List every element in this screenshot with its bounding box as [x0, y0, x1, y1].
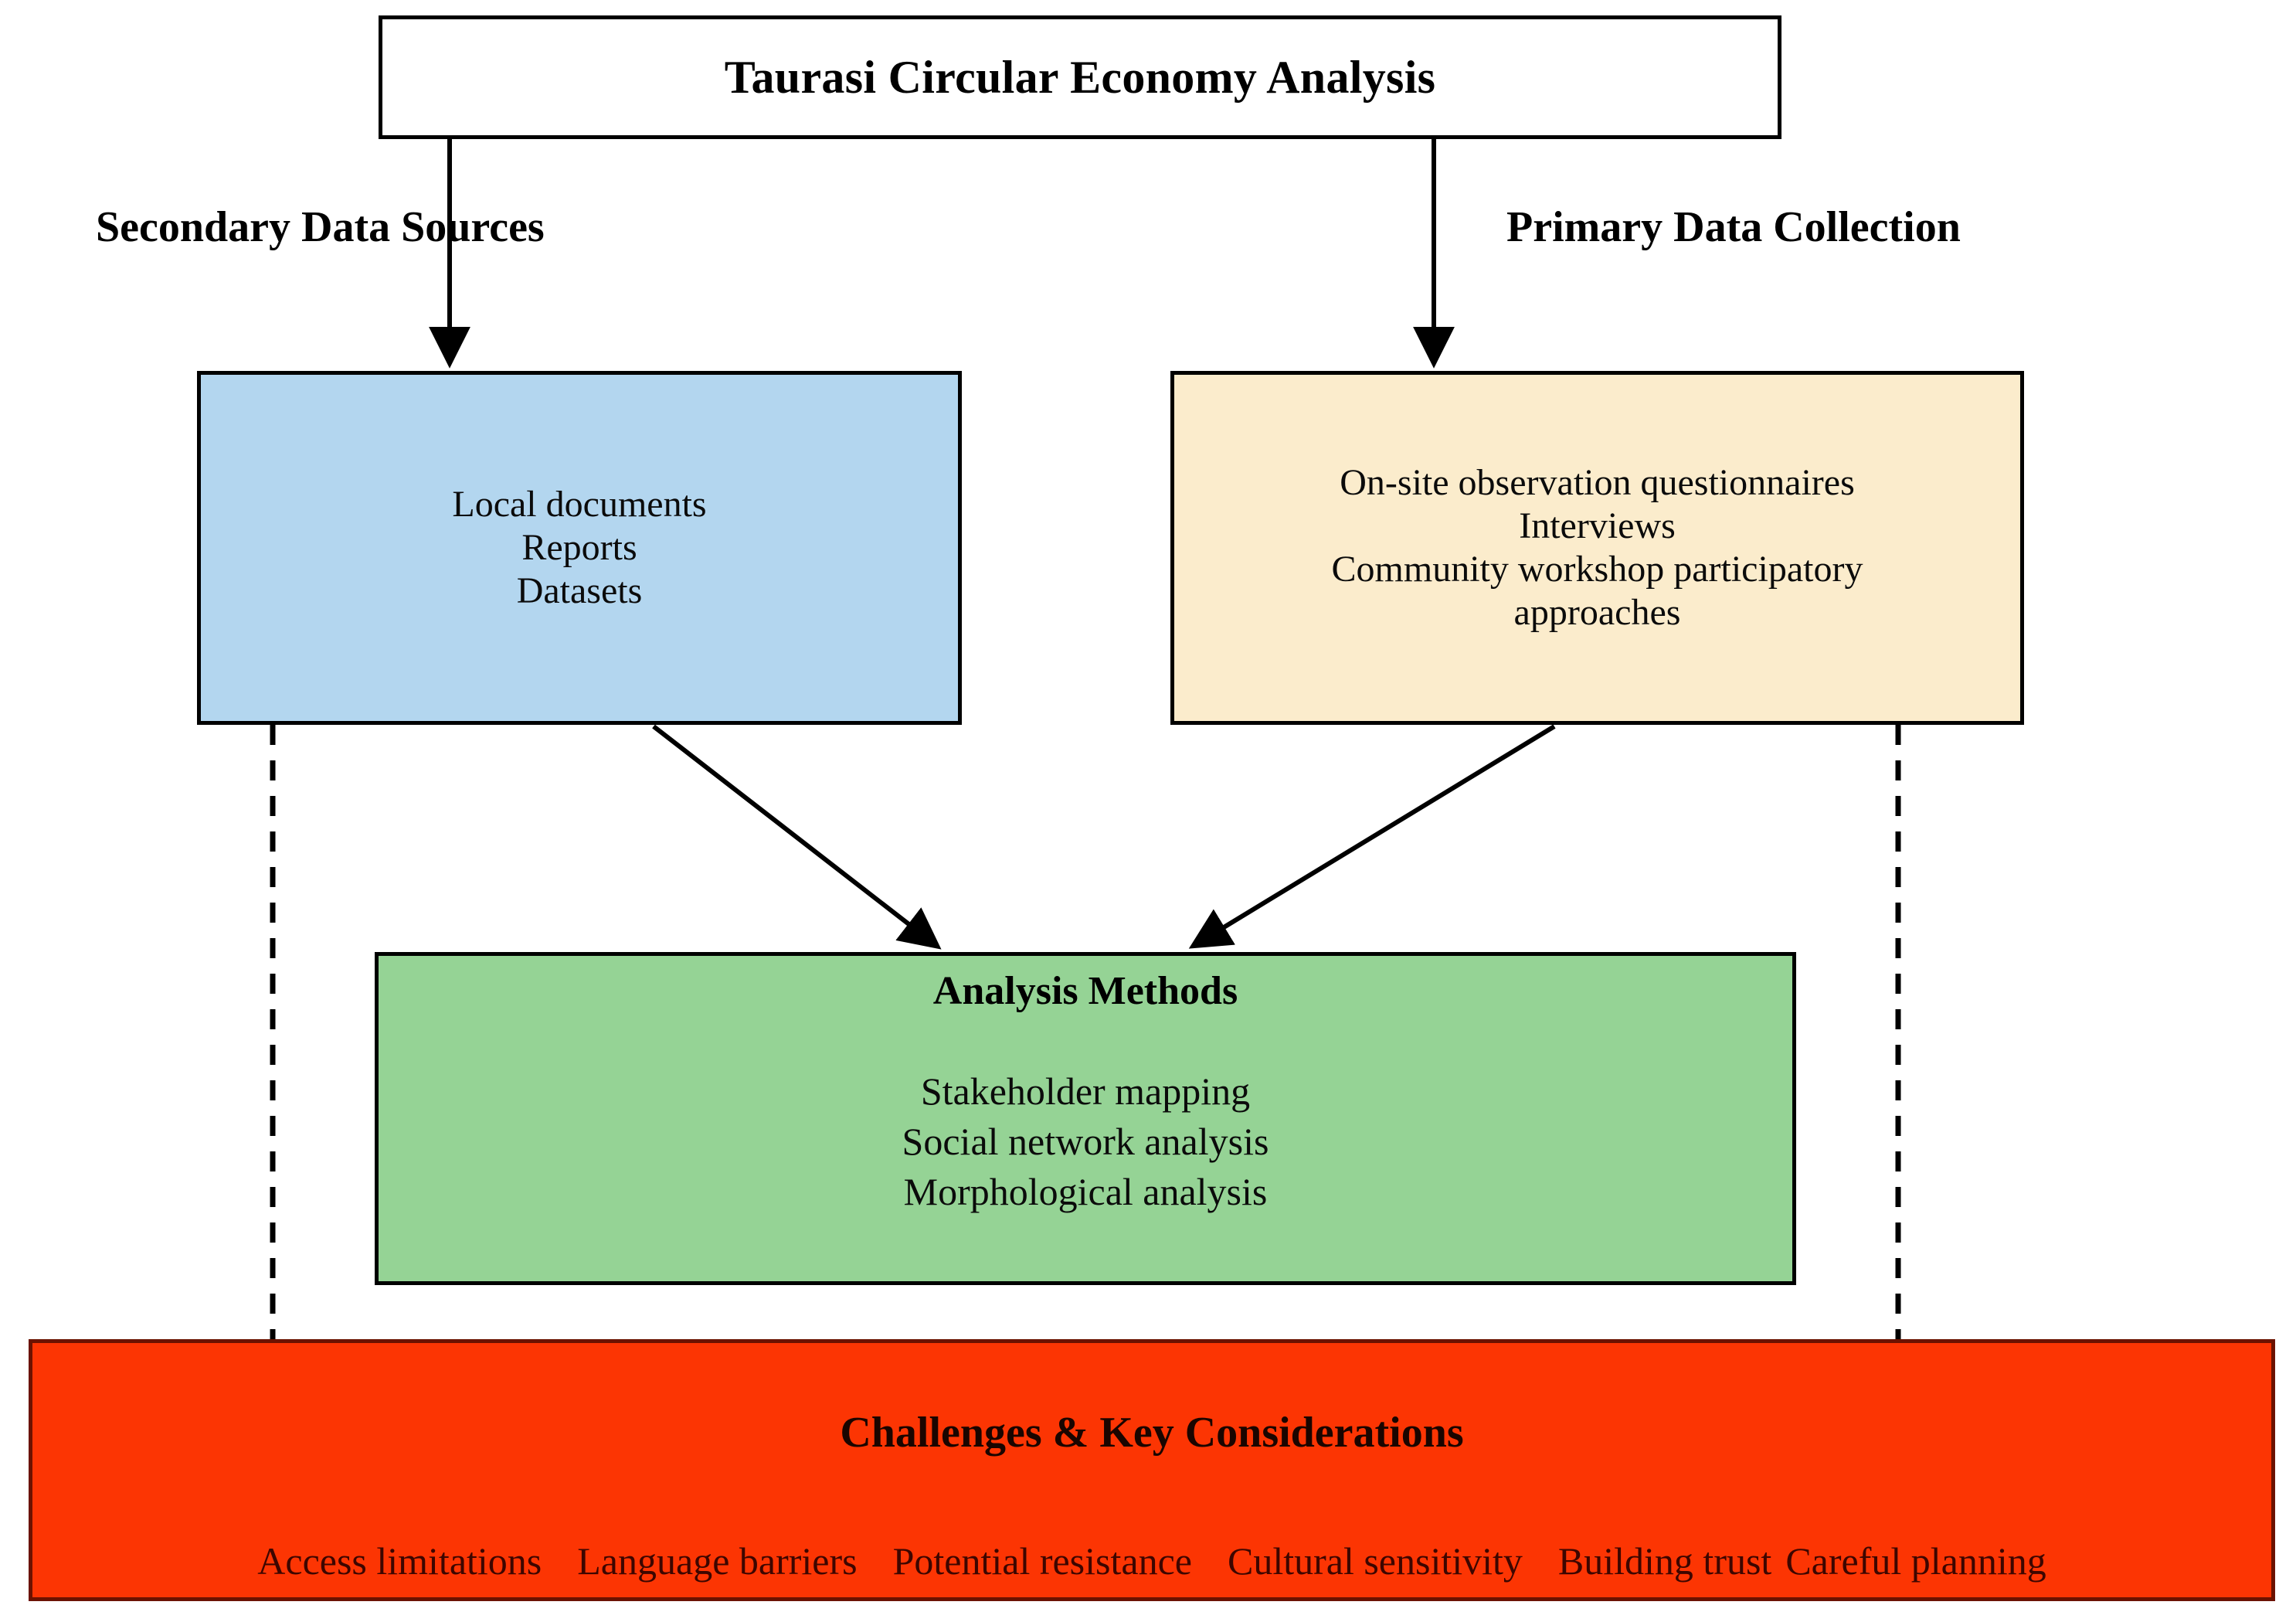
- challenge-item: Access limitations: [257, 1539, 542, 1583]
- primary-data-collection-box: On-site observation questionnaires Inter…: [1170, 371, 2024, 725]
- connector-primary-to-analysis: [1188, 724, 1556, 949]
- list-item: Morphological analysis: [903, 1170, 1268, 1213]
- challenge-item-pair: Building trust Careful planning: [1558, 1539, 2046, 1583]
- challenge-item: Cultural sensitivity: [1227, 1539, 1523, 1583]
- list-item: Community workshop participatory: [1331, 549, 1863, 590]
- title-box: Taurasi Circular Economy Analysis: [379, 15, 1781, 139]
- challenge-item: Careful planning: [1785, 1539, 2046, 1583]
- list-item: Local documents: [452, 483, 707, 525]
- challenges-title: Challenges & Key Considerations: [840, 1409, 1464, 1457]
- challenge-item: Language barriers: [577, 1539, 858, 1583]
- list-item: Reports: [521, 526, 637, 568]
- list-item: Stakeholder mapping: [920, 1069, 1251, 1113]
- challenge-item: Building trust: [1557, 1539, 1772, 1583]
- challenge-item: Potential resistance: [892, 1539, 1192, 1583]
- list-item: Datasets: [516, 570, 643, 612]
- list-item: Interviews: [1519, 505, 1676, 546]
- list-item: On-site observation questionnaires: [1340, 461, 1855, 503]
- list-item: approaches: [1513, 592, 1681, 634]
- page-title: Taurasi Circular Economy Analysis: [724, 51, 1436, 103]
- challenges-considerations-box: Challenges & Key Considerations Access l…: [29, 1339, 2275, 1601]
- analysis-methods-title: Analysis Methods: [932, 969, 1238, 1013]
- list-item: Social network analysis: [902, 1120, 1269, 1163]
- connector-secondary-to-analysis: [652, 724, 942, 950]
- heading-secondary-data-sources: Secondary Data Sources: [96, 203, 545, 251]
- heading-primary-data-collection: Primary Data Collection: [1506, 203, 1961, 251]
- challenges-list: Access limitations Language barriers Pot…: [32, 1539, 2271, 1583]
- analysis-methods-box: Analysis Methods Stakeholder mapping Soc…: [375, 952, 1796, 1285]
- secondary-data-sources-box: Local documents Reports Datasets: [197, 371, 962, 725]
